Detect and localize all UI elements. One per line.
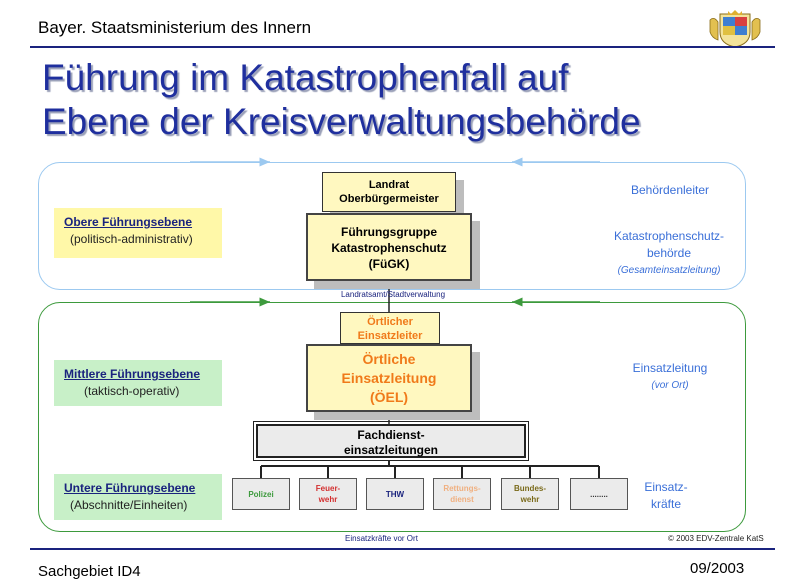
upper-level-band [38,162,746,290]
label-vor-ort: (vor Ort) [651,380,689,391]
label-einsatz-line2: kräfte [650,497,681,511]
footer-section: Sachgebiet ID4 [38,563,141,580]
box-oertlicher-einsatzleiter: Örtlicher Einsatzleiter [340,312,440,344]
lower-level-band [38,302,746,532]
footnote-einsatzkraefte: Einsatzkräfte vor Ort [345,534,418,543]
unit-label-4b: dienst [450,495,474,504]
box-oel: Örtliche Einsatzleitung (ÖEL) [306,344,472,412]
unit-label-1: Polizei [248,489,274,499]
label-einsatz-line1: Einsatz- [644,480,688,494]
unit-box: THW [366,478,424,510]
unit-label-2: Feuer- [315,484,341,493]
footer-date: 09/2003 [690,560,745,577]
label-kats-behoerde: Katastrophenschutz- behörde (Gesamteinsa… [598,228,740,279]
box-fach-line1: Fachdienst- [357,428,425,442]
box-oel-leiter-line2: Einsatzleiter [357,330,423,342]
unit-label-2b: wehr [318,495,338,504]
label-einsatzleitung-line: Einsatzleitung [632,361,708,375]
label-kats-line2: behörde [646,246,692,260]
box-fachdienst: Fachdienst- einsatzleitungen [253,421,529,461]
level-middle: Mittlere Führungsebene (taktisch-operati… [54,360,222,406]
bavarian-crest-logo [709,10,761,48]
unit-label-6: ........ [590,489,608,499]
label-einsatzleitung: Einsatzleitung (vor Ort) [610,360,730,394]
level-lower: Untere Führungsebene (Abschnitte/Einheit… [54,474,222,520]
unit-label-5b: wehr [520,495,540,504]
box-fuegk-line2: Katastrophenschutz [331,241,447,255]
unit-box: Feuer-wehr [299,478,357,510]
box-landrat-line1: Landrat [368,179,410,191]
unit-label-4: Rettungs- [443,484,481,493]
page-title: Führung im Katastrophenfall auf Ebene de… [42,56,762,144]
level-lower-title: Untere Führungsebene [64,481,196,495]
level-lower-sub: (Abschnitte/Einheiten) [70,498,188,512]
label-behoerdenleiter: Behördenleiter [630,183,710,197]
unit-box: Rettungs-dienst [433,478,491,510]
level-upper: Obere Führungsebene (politisch-administr… [54,208,222,258]
title-line-2: Ebene der Kreisverwaltungsbehörde [42,101,641,142]
unit-box: Bundes-wehr [501,478,559,510]
label-kats-line1: Katastrophenschutz- [613,229,725,243]
box-oel-line3: (ÖEL) [369,389,409,405]
level-upper-title: Obere Führungsebene [64,215,193,229]
label-gesamteinsatz: (Gesamteinsatzleitung) [617,265,721,276]
box-oel-leiter-line1: Örtlicher [367,316,413,328]
unit-box: Polizei [232,478,290,510]
unit-box: ........ [570,478,628,510]
box-landrat-line2: Oberbürgermeister [339,193,439,205]
level-middle-title: Mittlere Führungsebene [64,367,201,381]
box-fuegk-line3: (FüGK) [368,257,410,271]
box-landrat: Landrat Oberbürgermeister [322,172,456,212]
label-einsatzkraefte: Einsatz- kräfte [626,479,706,513]
box-fuegk-line1: Führungsgruppe [341,225,437,239]
level-middle-sub: (taktisch-operativ) [84,384,180,398]
box-fach-line2: einsatzleitungen [343,443,438,457]
ministry-name: Bayer. Staatsministerium des Innern [38,18,312,37]
box-fuegk: Führungsgruppe Katastrophenschutz (FüGK) [306,213,472,281]
box-oel-line1: Örtliche [362,351,416,367]
footer-rule [30,548,775,550]
header-rule [30,46,775,48]
label-landratsamt: Landratsamt/Stadtverwaltung [340,290,446,299]
unit-label-3: THW [385,489,405,499]
unit-label-5: Bundes- [514,484,546,493]
box-oel-line2: Einsatzleitung [341,370,437,386]
footnote-copyright: © 2003 EDV-Zentrale KatS [668,534,764,543]
level-upper-sub: (politisch-administrativ) [70,232,193,246]
title-line-1: Führung im Katastrophenfall auf [42,57,569,98]
